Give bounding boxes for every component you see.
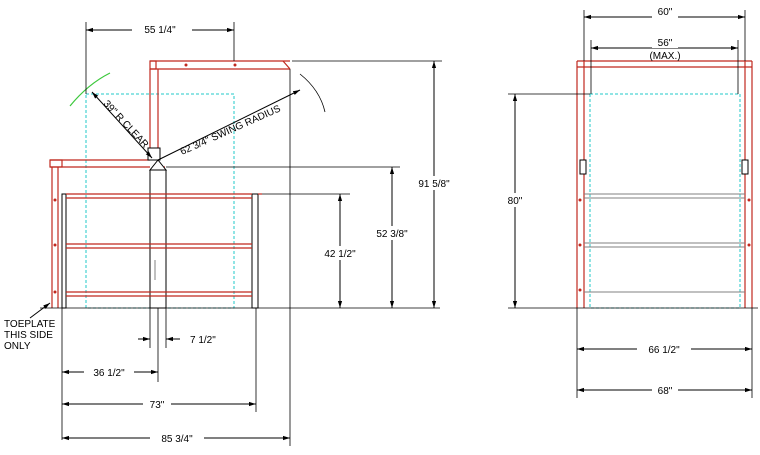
svg-text:60": 60": [658, 7, 673, 18]
side-dim-post: 7 1/2": [138, 308, 216, 348]
side-label-clear: 39" R CLEAR: [101, 99, 151, 151]
side-dim-73: 73": [62, 308, 257, 412]
side-hinge-block: [147, 147, 161, 161]
svg-text:73": 73": [150, 400, 165, 411]
side-top-boom: [149, 60, 291, 70]
svg-text:55 1/4": 55 1/4": [144, 25, 176, 36]
side-toeplate-note: TOEPLATE THIS SIDE ONLY: [4, 302, 56, 352]
svg-text:(MAX.): (MAX.): [649, 51, 680, 62]
side-view: 39" R CLEAR 62 3/4" SWING RADIUS 55 1/4"…: [4, 22, 458, 446]
front-right-post: [741, 61, 753, 308]
front-clearance-envelope: [589, 93, 741, 309]
svg-text:56": 56": [658, 38, 673, 49]
side-dim-rail-height: 42 1/2": [262, 193, 364, 308]
front-dim-80: 80": [502, 93, 590, 309]
side-clear-arc: [69, 72, 111, 107]
svg-text:36 1/2": 36 1/2": [93, 368, 125, 379]
svg-text:42 1/2": 42 1/2": [324, 249, 356, 260]
front-view: 60" 56" (MAX.) 80" 66 1/2": [502, 6, 758, 398]
side-center-post: [148, 159, 168, 309]
front-rails: [584, 193, 745, 293]
side-dim-mid-height: 52 3/8": [166, 166, 416, 308]
svg-text:52 3/8": 52 3/8": [376, 229, 408, 240]
side-mid-arm: [49, 159, 165, 168]
front-dim-68: 68": [577, 383, 752, 397]
side-swing-radius-line: [157, 89, 301, 161]
side-label-swing: 62 3/4" SWING RADIUS: [179, 103, 283, 157]
side-clear-radius-line: [91, 91, 153, 159]
side-dim-36: 36 1/2": [61, 308, 159, 440]
side-dim-85: 85 3/4": [62, 69, 291, 446]
side-rails: [66, 193, 252, 297]
svg-text:ONLY: ONLY: [4, 341, 31, 352]
svg-text:66 1/2": 66 1/2": [648, 345, 680, 356]
side-dim-total-height: 91 5/8": [292, 60, 458, 308]
side-right-frame: [251, 193, 262, 309]
svg-text:80": 80": [508, 196, 523, 207]
side-swing-arc: [299, 73, 326, 113]
front-dim-60: 60": [583, 6, 746, 61]
svg-text:THIS SIDE: THIS SIDE: [4, 330, 53, 341]
front-dim-56: 56" (MAX.): [590, 36, 739, 94]
svg-text:91 5/8": 91 5/8": [418, 179, 450, 190]
front-top-header: [577, 60, 752, 68]
side-mast: [149, 69, 159, 150]
front-dim-66: 66 1/2": [576, 308, 753, 398]
svg-text:85 3/4": 85 3/4": [161, 434, 193, 445]
front-left-post: [576, 61, 587, 308]
svg-text:TOEPLATE: TOEPLATE: [4, 319, 56, 330]
side-left-frame: [51, 167, 67, 309]
side-dim-top: 55 1/4": [85, 22, 235, 94]
svg-text:68": 68": [658, 386, 673, 397]
svg-text:7 1/2": 7 1/2": [190, 335, 216, 346]
